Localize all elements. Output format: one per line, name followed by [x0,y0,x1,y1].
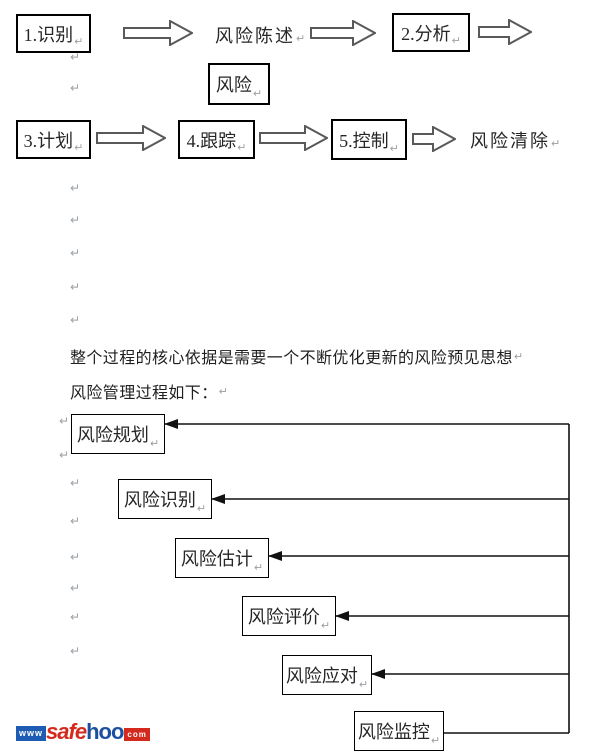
safehoo-logo-safe: safe [46,719,87,744]
block-arrow-icon [96,125,166,151]
flow1-box-risk: 风险↵ [208,63,270,105]
flow1-box-plan-label: 3.计划 [23,130,74,151]
flow2-box-risk-estimation: 风险估计↵ [175,538,269,578]
paragraph-mark-icon: ↵ [74,35,84,48]
paragraph-mark-icon: ↵ [253,561,264,574]
paragraph-mark-icon: ↵ [513,349,524,363]
paragraph-mark-icon: ↵ [70,581,81,595]
paragraph-mark-icon: ↵ [389,142,399,155]
paragraph-mark-icon: ↵ [70,280,81,294]
flow2-box-risk-response-label: 风险应对 [285,666,358,686]
paragraph-mark-icon: ↵ [70,50,81,64]
paragraph-mark-icon: ↵ [237,141,247,154]
paragraph-mark-icon: ↵ [551,136,563,150]
block-arrow-icon [259,125,328,151]
paragraph-mark-icon: ↵ [59,448,70,462]
paragraph-mark-icon: ↵ [252,87,263,100]
paragraph-mark-icon: ↵ [296,31,308,45]
paragraph-mark-icon: ↵ [320,619,331,632]
block-arrow-icon [310,20,376,46]
safehoo-logo-www: www [16,726,47,741]
flow1-risk-statement: 风险陈述↵ [215,22,307,48]
flow2-box-risk-planning: 风险规划↵ [71,414,165,454]
paragraph-mark-icon: ↵ [70,81,81,95]
paragraph-mark-icon: ↵ [70,246,81,260]
flow1-box-identify-label: 1.识别 [23,24,74,45]
paragraph-mark-icon: ↵ [430,734,441,747]
paragraph-mark-icon: ↵ [196,502,207,515]
paragraph-mark-icon: ↵ [149,437,160,450]
flow1-box-analyze-label: 2.分析 [401,23,451,44]
flow2-box-risk-response: 风险应对↵ [282,655,372,695]
flow1-box-control-label: 5.控制 [339,130,389,151]
paragraph-mark-icon: ↵ [70,213,81,227]
paragraph-mark-icon: ↵ [70,313,81,327]
flow2-box-risk-evaluation: 风险评价↵ [242,596,336,636]
paragraph-mark-icon: ↵ [70,476,81,490]
body-text-line1-text: 整个过程的核心依据是需要一个不断优化更新的风险预见思想 [70,350,513,367]
body-text-line2-text: 风险管理过程如下： [70,385,218,402]
flow1-box-control: 5.控制↵ [331,119,407,160]
block-arrow-icon [123,20,193,46]
flow2-box-risk-identification: 风险识别↵ [118,479,212,519]
paragraph-mark-icon: ↵ [59,414,70,428]
paragraph-mark-icon: ↵ [70,644,81,658]
body-text-line2: 风险管理过程如下：↵ [70,379,228,403]
block-arrow-icon [412,126,456,152]
flow1-risk-clear-label: 风险清除 [470,131,550,151]
paragraph-mark-icon: ↵ [70,514,81,528]
flow1-box-track: 4.跟踪↵ [178,120,255,159]
flow1-box-track-label: 4.跟踪 [186,130,237,151]
flow2-box-risk-monitoring-label: 风险监控 [357,722,430,742]
paragraph-mark-icon: ↵ [70,550,81,564]
body-text-line1: 整个过程的核心依据是需要一个不断优化更新的风险预见思想↵ [70,344,523,368]
flow2-box-risk-identification-label: 风险识别 [123,490,196,510]
flow1-box-analyze: 2.分析↵ [392,13,470,52]
flow2-box-risk-evaluation-label: 风险评价 [247,607,320,627]
flow2-box-risk-planning-label: 风险规划 [76,425,149,445]
flow2-box-risk-monitoring: 风险监控↵ [354,711,444,751]
paragraph-mark-icon: ↵ [451,34,461,47]
safehoo-logo-com: com [124,728,150,741]
paragraph-mark-icon: ↵ [70,181,81,195]
flow1-box-identify: 1.识别↵ [16,14,91,53]
safehoo-logo-hoo: hoo [86,719,124,744]
paragraph-mark-icon: ↵ [218,384,229,398]
flow1-box-plan: 3.计划↵ [16,120,91,159]
flow2-box-risk-estimation-label: 风险估计 [180,549,253,569]
flow1-risk-clear: 风险清除↵ [470,127,562,153]
flow1-box-risk-label: 风险 [215,75,252,95]
flow1-risk-statement-label: 风险陈述 [215,26,295,46]
paragraph-mark-icon: ↵ [74,141,84,154]
paragraph-mark-icon: ↵ [358,678,369,691]
paragraph-mark-icon: ↵ [70,610,81,624]
block-arrow-icon [478,19,532,45]
